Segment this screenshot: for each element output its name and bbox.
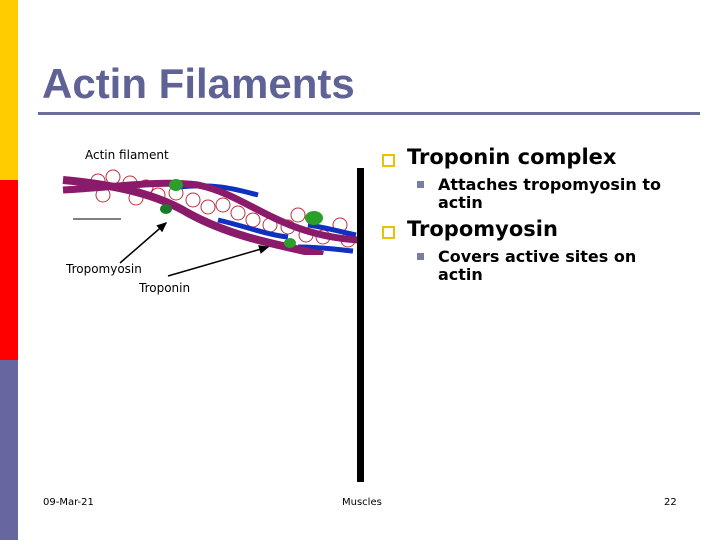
figure-label-troponin: Troponin: [139, 281, 191, 295]
pointer-arrows: [119, 222, 270, 277]
sub-bullet-square-icon: [417, 253, 424, 260]
bullet-box-icon: [382, 154, 395, 167]
blue-troponin-strand: [177, 183, 357, 254]
troponin-blob: [284, 238, 296, 248]
divider-line: [357, 168, 364, 482]
troponin-blob: [305, 211, 323, 225]
tropomyosin-strand-2: [62, 179, 358, 244]
arrow-tropomyosin: [119, 222, 168, 264]
title-underline: [38, 112, 700, 115]
arrow-troponin: [167, 245, 270, 277]
accent-bar-yellow: [0, 0, 18, 180]
bullet-tropomyosin: Tropomyosin: [407, 217, 558, 241]
sub-bullet-square-icon: [417, 181, 424, 188]
accent-bar-purple: [0, 360, 18, 540]
footer-date: 09-Mar-21: [43, 497, 94, 508]
figure-label-actin-filament: Actin filament: [85, 148, 169, 162]
actin-filament-illustration: [62, 169, 358, 255]
sub-bullet-covers: Covers active sites on actin: [438, 247, 637, 284]
troponin-blob: [169, 179, 183, 191]
figure-label-tropomyosin: Tropomyosin: [66, 262, 142, 276]
sub-bullet-attaches: Attaches tropomyosin to actin: [438, 175, 661, 212]
bullet-troponin-complex: Troponin complex: [407, 145, 617, 169]
footer-title: Muscles: [342, 497, 382, 508]
slide-number: 22: [664, 497, 677, 508]
slide-title: Actin Filaments: [42, 60, 355, 107]
bullet-box-icon: [382, 226, 395, 239]
accent-bar-red: [0, 180, 18, 360]
troponin-blob: [160, 204, 172, 214]
